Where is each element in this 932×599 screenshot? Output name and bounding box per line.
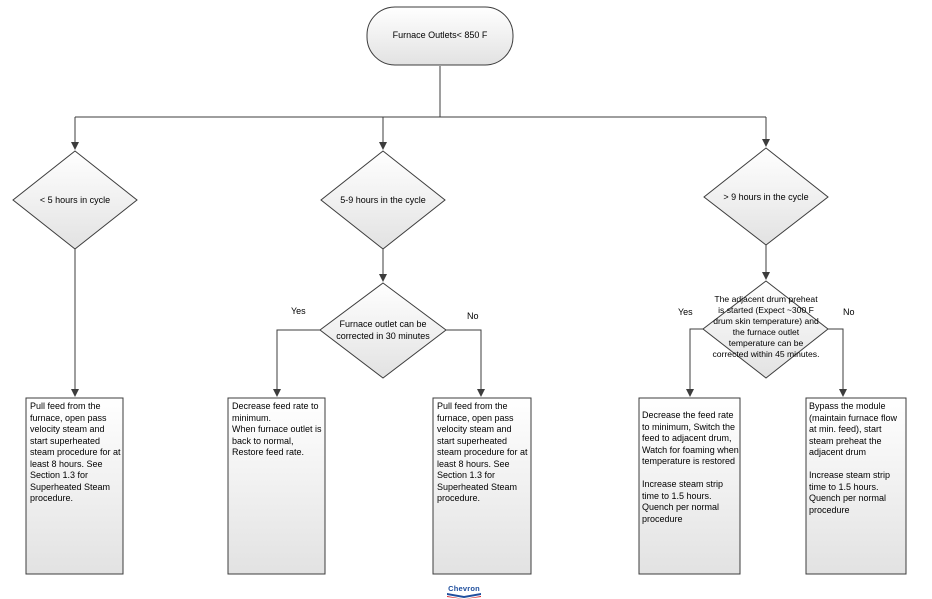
process-30no [432, 397, 532, 575]
chevron-logo: Chevron [444, 585, 484, 599]
decision-lt5-label: < 5 hours in cycle [39, 195, 111, 205]
decision-gt9-label: > 9 hours in the cycle [723, 192, 809, 202]
process-45yes [638, 397, 741, 575]
start-terminator [366, 6, 514, 66]
connector-30-yes [273, 329, 320, 397]
decision-correct30-label: Furnace outlet can be corrected in 30 mi… [336, 319, 430, 341]
connector-30-no [446, 329, 485, 397]
chevron-emblem-icon [447, 593, 481, 599]
edge-label-no-45: No [843, 307, 855, 317]
decision-lt5 [12, 150, 138, 250]
decision-adjacent [702, 280, 829, 379]
edge-label-yes-45: Yes [678, 307, 693, 317]
decision-gt9 [703, 147, 829, 246]
decision-5to9-label: 5-9 hours in the cycle [340, 195, 426, 205]
decision-adjacent-label: The adjacent drum preheat is started (Ex… [712, 294, 820, 359]
process-45no [805, 397, 907, 575]
connector-45-yes [686, 328, 703, 397]
start-label: Furnace Outlets< 850 F [392, 30, 488, 40]
process-30no-text: Pull feed from the furnace, open pass ve… [437, 401, 528, 503]
process-lt5 [25, 397, 124, 575]
process-lt5-text: Pull feed from the furnace, open pass ve… [30, 401, 121, 503]
process-45no-text: Bypass the module (maintain furnace flow… [809, 401, 898, 515]
connector-45-no [828, 328, 847, 397]
process-30yes-text: Decrease feed rate to minimum. When furn… [232, 401, 322, 457]
decision-5to9 [320, 150, 446, 250]
logo-wordmark: Chevron [448, 584, 480, 593]
decision-correct30 [319, 282, 447, 379]
edge-label-yes-30: Yes [291, 306, 306, 316]
process-30yes [227, 397, 326, 575]
process-45yes-text: Decrease the feed rate to minimum, Switc… [642, 410, 739, 524]
edge-label-no-30: No [467, 311, 479, 321]
